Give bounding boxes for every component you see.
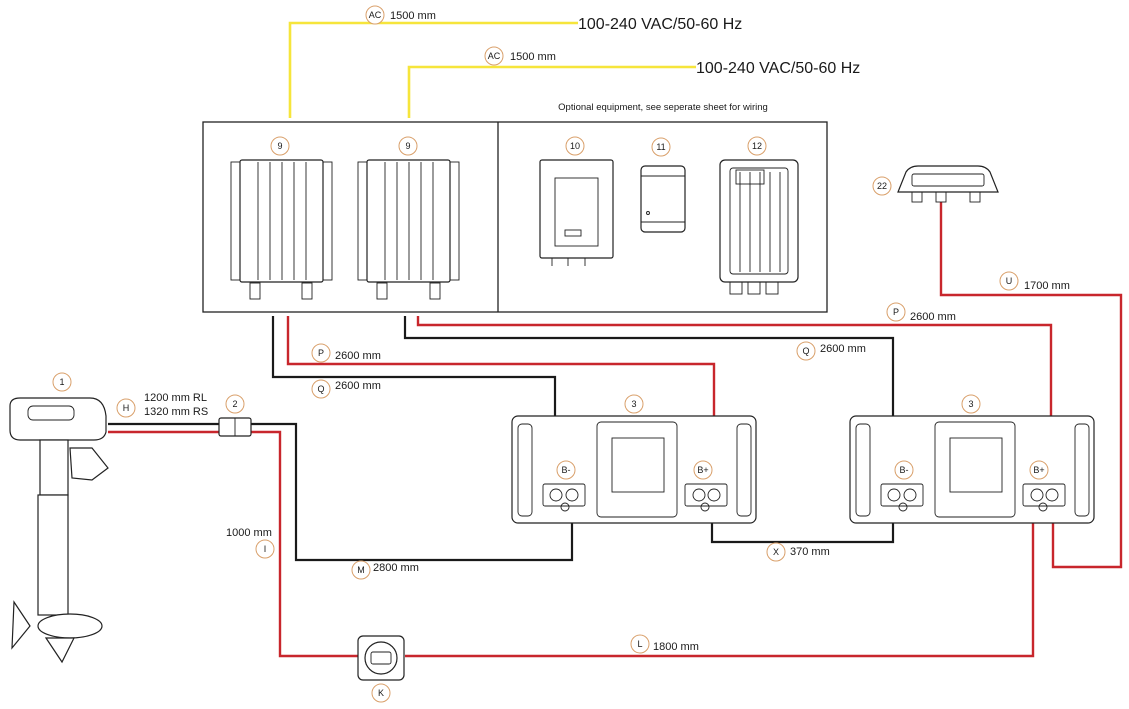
ac-length-1: 1500 mm <box>390 10 436 22</box>
battery-b <box>849 415 1095 524</box>
cable-u-length: 1700 mm <box>1024 280 1070 292</box>
cable-p2-letter: P <box>893 307 899 317</box>
cable-p2-length: 2600 mm <box>910 311 956 323</box>
ac-callout-2: AC <box>488 51 501 61</box>
cable-q2-length: 2600 mm <box>820 343 866 355</box>
wires <box>108 21 1123 658</box>
cable-u-letter: U <box>1006 276 1013 286</box>
charger-1 <box>230 159 333 300</box>
terminal-labels: B- B+ B- B+ <box>556 460 1049 480</box>
cable-i-letter: I <box>264 544 267 554</box>
callout-charger-a: 9 <box>277 141 282 151</box>
cable-h-line1: 1200 mm RL <box>144 392 207 404</box>
callout-fuse: 2 <box>232 399 237 409</box>
ac-callout-1: AC <box>369 10 382 20</box>
component-callouts: 1 2 3 3 9 9 10 11 12 22 K <box>52 136 981 703</box>
wire-h-positive <box>108 430 358 658</box>
cable-p1-length: 2600 mm <box>335 350 381 362</box>
cable-x-length: 370 mm <box>790 546 830 558</box>
callout-battery-a: 3 <box>631 399 636 409</box>
cable-l-letter: L <box>637 639 642 649</box>
callout-controller: 22 <box>877 181 887 191</box>
cable-p1-letter: P <box>318 348 324 358</box>
callout-motor: 1 <box>59 377 64 387</box>
motor <box>9 397 109 664</box>
cable-q1-letter: Q <box>317 384 324 394</box>
optional-device-10 <box>539 159 614 266</box>
callout-optional-11: 11 <box>656 142 665 152</box>
terminal-b-plus-a: B+ <box>697 465 708 475</box>
cable-h-line2: 1320 mm RS <box>144 406 208 418</box>
callout-optional-12: 12 <box>752 141 762 151</box>
cable-labels: H 1200 mm RL 1320 mm RS 1000 mm I M 2800… <box>116 271 1070 654</box>
cable-m-length: 2800 mm <box>373 562 419 574</box>
optional-device-12 <box>719 159 799 295</box>
wire-p2-positive <box>416 316 1053 462</box>
terminal-b-minus-a: B- <box>562 465 571 475</box>
cable-q1-length: 2600 mm <box>335 380 381 392</box>
cable-m-letter: M <box>357 565 365 575</box>
ac-supply-1: 100-240 VAC/50-60 Hz <box>578 16 742 33</box>
terminal-b-minus-b: B- <box>900 465 909 475</box>
ac-wire-2 <box>407 65 696 118</box>
wire-u <box>939 202 1123 569</box>
charger-2 <box>357 159 460 300</box>
cable-i-length: 1000 mm <box>226 527 272 539</box>
ac-supply-2: 100-240 VAC/50-60 Hz <box>696 60 860 77</box>
callout-optional-10: 10 <box>570 141 580 151</box>
charger-enclosure <box>202 121 828 313</box>
wire-l <box>405 508 1035 658</box>
ac-labels: AC 1500 mm 100-240 VAC/50-60 Hz AC 1500 … <box>365 5 860 77</box>
wire-q2-negative <box>403 316 895 462</box>
optional-note: Optional equipment, see seperate sheet f… <box>558 102 768 113</box>
optional-device-11 <box>640 165 686 233</box>
ac-wire-1 <box>288 21 578 118</box>
cable-l-length: 1800 mm <box>653 641 699 653</box>
callout-charger-b: 9 <box>405 141 410 151</box>
wire-x <box>710 506 895 544</box>
callout-battery-b: 3 <box>968 399 973 409</box>
terminal-b-plus-b: B+ <box>1033 465 1044 475</box>
cable-q2-letter: Q <box>802 346 809 356</box>
cable-x-letter: X <box>773 547 779 557</box>
ac-length-2: 1500 mm <box>510 51 556 63</box>
battery-switch <box>357 635 405 681</box>
battery-a <box>511 415 757 524</box>
cable-h-letter: H <box>123 403 130 413</box>
wire-p1-positive <box>286 316 716 462</box>
callout-switch: K <box>378 688 384 698</box>
controller-22 <box>897 165 999 203</box>
wire-h-negative <box>108 422 574 562</box>
